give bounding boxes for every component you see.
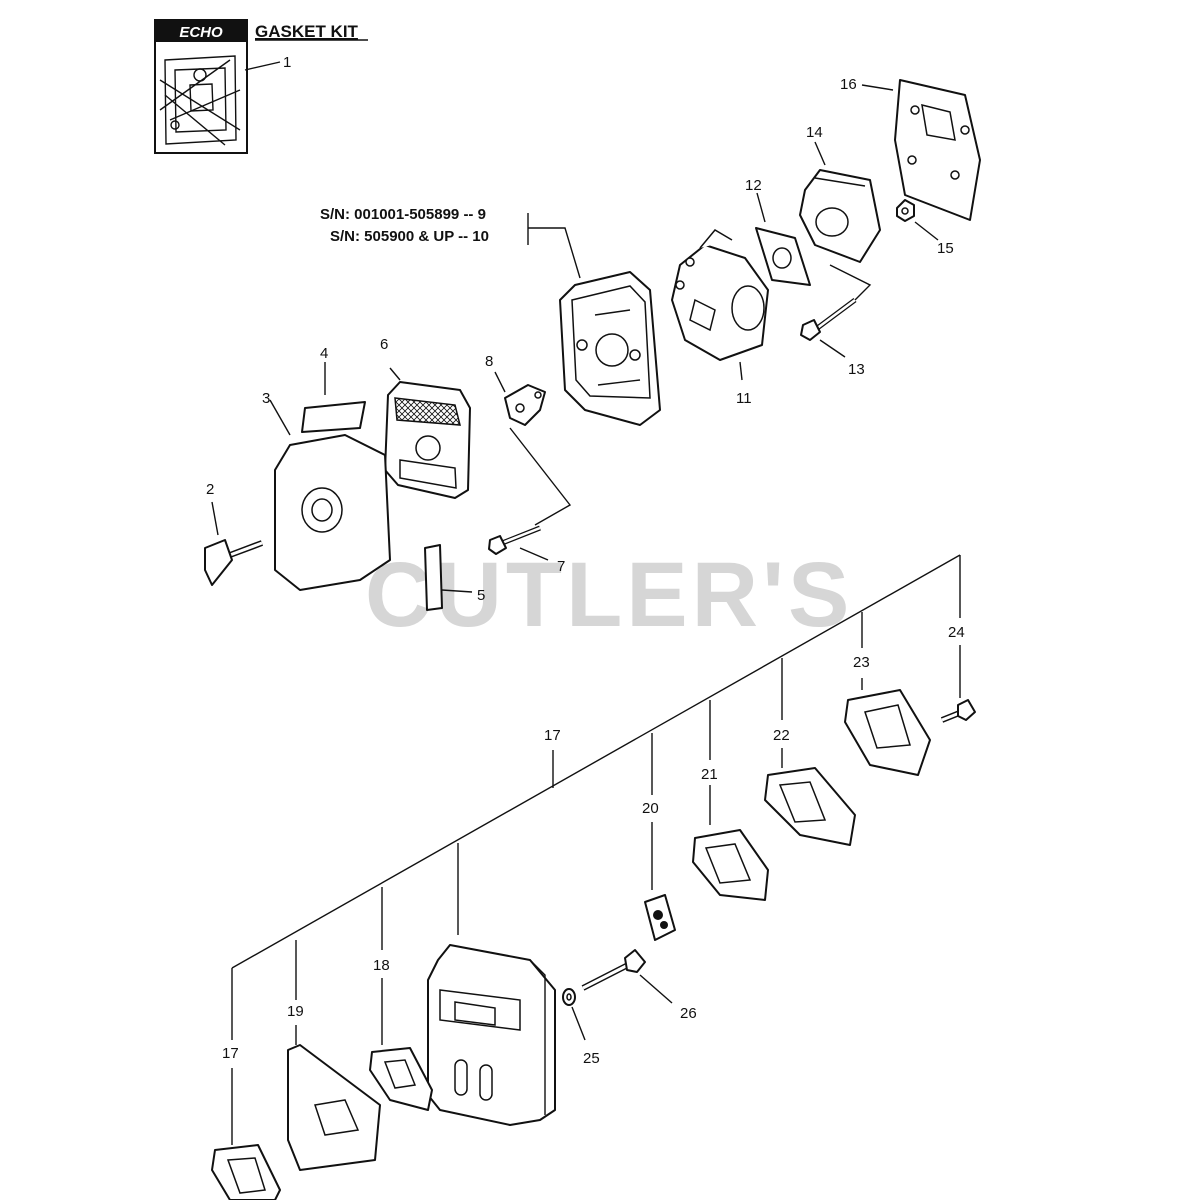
part-9-10-air-cleaner-case: [559, 271, 661, 426]
callout-17-top: 17: [544, 727, 561, 744]
part-12-gasket: [755, 227, 811, 286]
callout-13: 13: [848, 361, 865, 378]
callout-1: 1: [283, 54, 291, 71]
part-14-insulator: [799, 169, 881, 263]
echo-logo-text: ECHO: [179, 24, 223, 41]
part-2-wing-bolt: [204, 539, 264, 586]
callout-16: 16: [840, 76, 857, 93]
part-4-gasket: [301, 401, 366, 433]
callout-12: 12: [745, 177, 762, 194]
callout-26: 26: [680, 1005, 697, 1022]
callout-19: 19: [287, 1003, 304, 1020]
part-22-gasket: [764, 767, 856, 846]
part-13-bolt: [800, 297, 857, 341]
part-21-gasket: [692, 829, 769, 901]
callout-4: 4: [320, 345, 328, 362]
part-6-filter: [384, 381, 471, 499]
part-3-cover: [274, 434, 391, 591]
callout-24: 24: [948, 624, 965, 641]
muffler-kit-lines: [231, 554, 961, 1145]
callout-2: 2: [206, 481, 214, 498]
callout-5: 5: [477, 587, 485, 604]
callout-3: 3: [262, 390, 270, 407]
callout-20: 20: [642, 800, 659, 817]
part-24-bolt: [940, 699, 976, 723]
part-5-gasket: [424, 544, 443, 611]
part-17-gasket: [211, 1144, 281, 1200]
part-11-carburetor: [671, 229, 769, 361]
callout-18: 18: [373, 957, 390, 974]
callout-15: 15: [937, 240, 954, 257]
callout-22: 22: [773, 727, 790, 744]
callout-23: 23: [853, 654, 870, 671]
gasket-kit-box: ECHO GASKET KIT: [154, 19, 368, 154]
part-18-gasket: [369, 1047, 433, 1111]
callout-6: 6: [380, 336, 388, 353]
part-20-screen: [644, 894, 676, 941]
callout-7: 7: [557, 558, 565, 575]
echo-logo: [155, 20, 247, 42]
kit-title: GASKET KIT: [255, 22, 359, 41]
callout-21: 21: [701, 766, 718, 783]
callout-17-bottom: 17: [222, 1045, 239, 1062]
part-8-bracket: [504, 384, 546, 426]
part-16-gasket: [894, 79, 981, 221]
part-19-plate: [287, 1044, 381, 1171]
part-15-nut: [896, 199, 915, 222]
callout-11: 11: [736, 390, 752, 407]
callout-8: 8: [485, 353, 493, 370]
watermark-text: CUTLER'S: [365, 544, 853, 646]
muffler-body: [427, 944, 556, 1126]
part-25-washer: [562, 988, 576, 1006]
callout-14: 14: [806, 124, 823, 141]
part-7-bolt: [488, 525, 541, 555]
part-23-gasket: [844, 689, 931, 776]
callout-25: 25: [583, 1050, 600, 1067]
part-26-bolt: [581, 949, 646, 991]
serial-note-1: S/N: 001001-505899 -- 9: [320, 206, 486, 223]
serial-note-2: S/N: 505900 & UP -- 10: [330, 228, 489, 245]
